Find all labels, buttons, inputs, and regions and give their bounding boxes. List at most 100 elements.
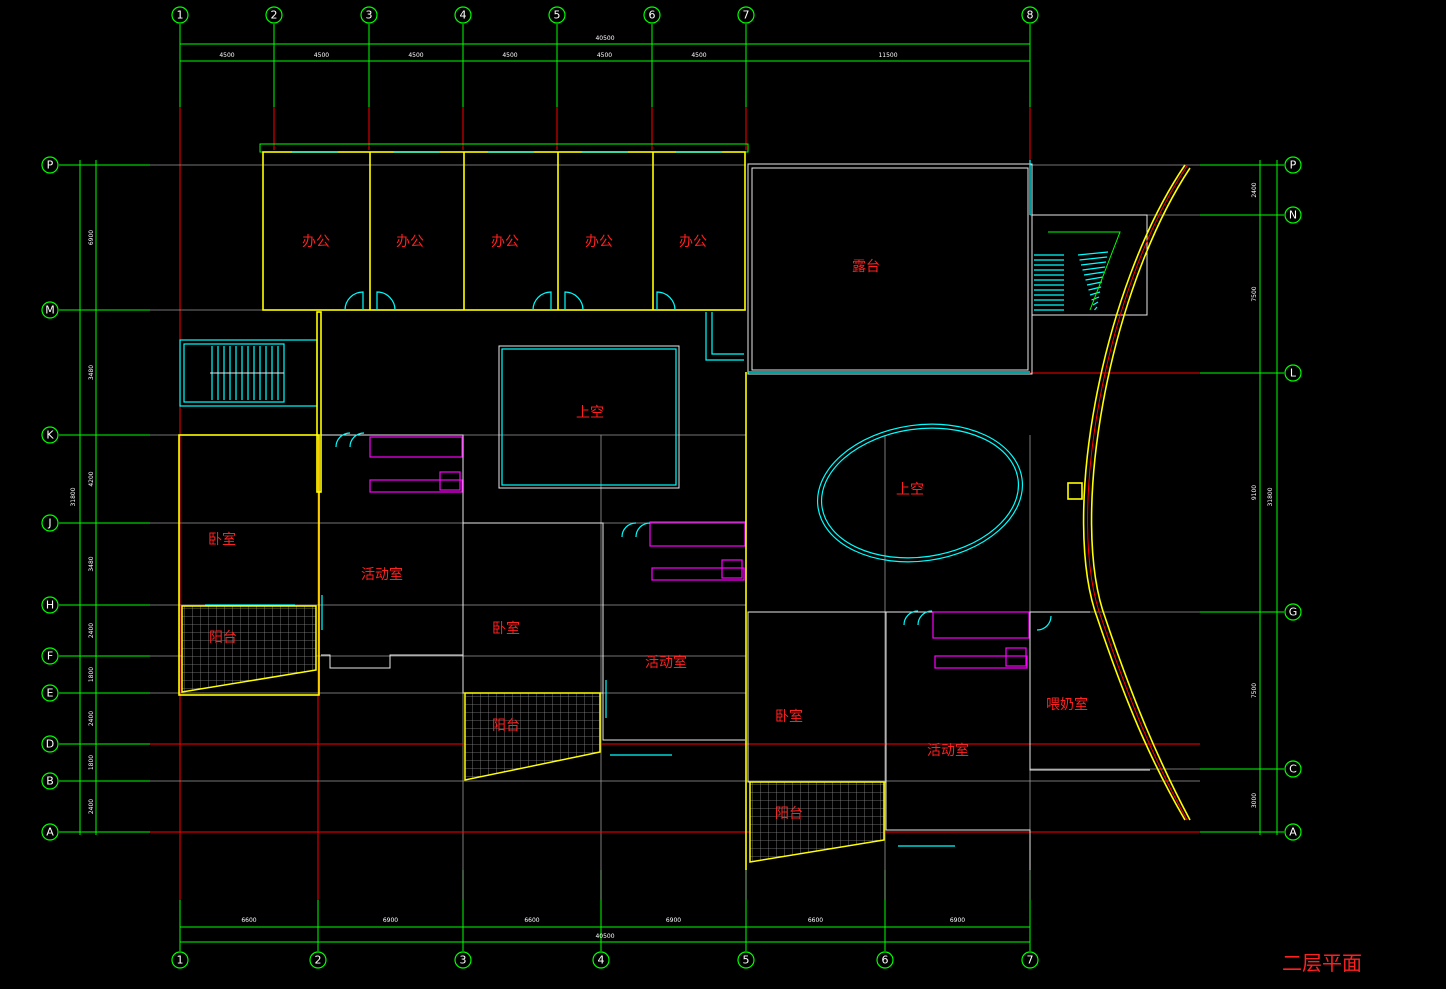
axis-bubble-right-A: A [1284,823,1302,841]
room-label-terrace: 露台 [852,259,880,275]
axis-label: 2 [271,9,278,22]
axis-bubble-left-M: M [41,301,59,319]
axis-bubble-top-3: 3 [360,6,378,24]
axis-label: P [47,159,54,172]
axis-label: G [1289,606,1298,619]
axis-bubble-top-7: 7 [737,6,755,24]
axis-bubble-right-L: L [1284,364,1302,382]
axis-label: 1 [177,954,184,967]
axis-bubble-right-P: P [1284,156,1302,174]
dim-left-7: 2400 [88,711,95,726]
void-oval [816,423,1024,563]
dim-top-3: 4500 [408,52,423,59]
dimension-labels: 40500 40500 31800 31800 [70,35,1274,940]
axis-bubble-bottom-3: 3 [454,951,472,969]
axis-bubble-left-F: F [41,647,59,665]
axis-bubble-left-J: J [41,514,59,532]
dim-left-9: 2400 [88,799,95,814]
axis-label: A [1289,826,1297,839]
room-label-void-2: 上空 [896,482,924,498]
east-stair [1031,214,1148,316]
room-label-activity-3: 活动室 [927,742,969,759]
room-label-bedroom-2: 卧室 [492,620,520,637]
axis-bubble-left-D: D [41,735,59,753]
axis-label: C [1289,763,1297,776]
dim-top-total: 40500 [595,35,614,42]
axis-bubble-left-K: K [41,426,59,444]
axis-label: 1 [177,9,184,22]
axis-label: J [47,517,51,530]
curved-facade [1067,164,1191,821]
room-label-bedroom-3: 卧室 [775,708,803,725]
room-labels: 办公 办公 办公 办公 办公 露台 上空 上空 卧室 活动室 阳台 卧室 活动室… [208,234,1088,822]
axis-label: 2 [315,954,322,967]
axis-bubble-top-2: 2 [265,6,283,24]
axis-label: 3 [460,954,467,967]
dim-left-1: 6900 [88,230,95,245]
dim-left-8: 1800 [88,755,95,770]
axis-bubble-bottom-2: 2 [309,951,327,969]
drawing-title: 二层平面 [1282,951,1362,975]
dim-top-7: 11500 [878,52,897,59]
dim-left-4: 3480 [88,556,95,571]
room-label-office-2: 办公 [396,234,424,250]
axis-label: 6 [882,954,889,967]
axis-label: A [46,826,54,839]
room-label-office-4: 办公 [585,234,613,250]
dim-bottom-3: 6600 [524,917,539,924]
grid-lines [59,24,1284,951]
axis-bubble-left-B: B [41,772,59,790]
room-label-activity-1: 活动室 [361,566,403,583]
axis-bubble-left-A: A [41,823,59,841]
axis-label: P [1290,159,1297,172]
room-label-balcony-2: 阳台 [492,718,520,734]
axis-label: 7 [743,9,750,22]
axis-label: D [46,738,54,751]
office-block [259,143,749,311]
axis-bubble-top-1: 1 [171,6,189,24]
room-label-activity-2: 活动室 [645,654,687,671]
dim-top-5: 4500 [597,52,612,59]
room-label-office-3: 办公 [491,234,519,250]
axis-label: 5 [743,954,750,967]
dim-right-3: 9100 [1251,485,1258,500]
axis-bubble-left-P: P [41,156,59,174]
axis-label: M [45,304,55,317]
dim-bottom-1: 6600 [241,917,256,924]
room-label-office-5: 办公 [679,234,707,250]
dim-right-1: 2400 [1251,182,1258,197]
axis-bubble-left-E: E [41,684,59,702]
axis-label: L [1290,367,1297,380]
axis-label: K [46,429,54,442]
dim-bottom-5: 6600 [808,917,823,924]
terrace-block [705,160,1033,375]
room-label-office-1: 办公 [302,234,330,250]
axis-label: H [46,599,54,612]
dim-right-2: 7500 [1251,286,1258,301]
axis-label: 5 [554,9,561,22]
dim-right-total: 31800 [1267,487,1274,506]
axis-bubble-right-C: C [1284,760,1302,778]
dim-left-total: 31800 [70,487,77,506]
dim-top-1: 4500 [219,52,234,59]
dim-left-2: 3480 [88,365,95,380]
dim-top-4: 4500 [502,52,517,59]
axis-bubble-top-4: 4 [454,6,472,24]
axis-label: 4 [460,9,467,22]
west-wing [178,311,464,696]
axis-bubble-bottom-1: 1 [171,951,189,969]
dim-right-5: 3000 [1251,793,1258,808]
axis-bubble-top-5: 5 [548,6,566,24]
axis-bubble-bottom-5: 5 [737,951,755,969]
room-label-balcony-1: 阳台 [209,630,237,646]
axis-label: F [47,650,53,663]
axis-bubble-bottom-4: 4 [592,951,610,969]
east-wing [745,372,1150,870]
dim-top-2: 4500 [314,52,329,59]
axis-bubble-top-6: 6 [643,6,661,24]
axis-label: 6 [649,9,656,22]
axis-label: B [46,775,54,788]
